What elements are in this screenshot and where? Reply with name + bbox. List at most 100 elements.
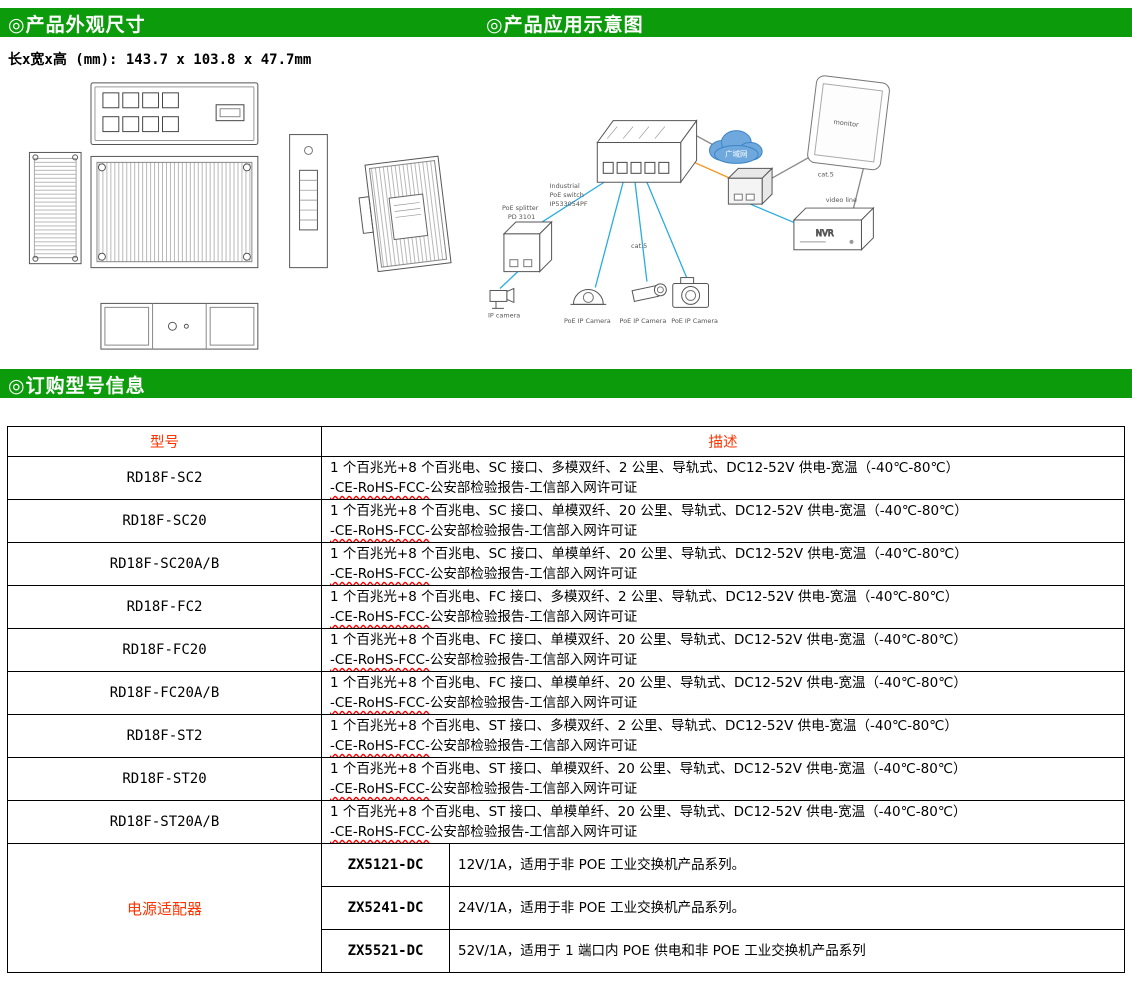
- desc-line1: 1 个百兆光+8 个百兆电、ST 接口、多模双纤、2 公里、导轨式、DC12-5…: [330, 718, 958, 734]
- desc-cell: 1 个百兆光+8 个百兆电、SC 接口、单模单纤、20 公里、导轨式、DC12-…: [321, 542, 1125, 586]
- desc-certs: -CE-RoHS-FCC-: [330, 824, 430, 840]
- desc-line1: 1 个百兆光+8 个百兆电、SC 接口、单模单纤、20 公里、导轨式、DC12-…: [330, 546, 968, 562]
- table-row: RD18F-SC20 1 个百兆光+8 个百兆电、SC 接口、单模双纤、20 公…: [7, 499, 1125, 543]
- desc-cell: 1 个百兆光+8 个百兆电、ST 接口、单模双纤、20 公里、导轨式、DC12-…: [321, 757, 1125, 801]
- desc-line2: 公安部检验报告-工信部入网许可证: [429, 566, 638, 582]
- desc-certs: -CE-RoHS-FCC-: [330, 523, 430, 539]
- monitor-drawing: monitor: [807, 75, 890, 171]
- model-cell: RD18F-ST20A/B: [7, 800, 322, 844]
- poe-camera-label-1: PoE IP Camera: [564, 317, 611, 325]
- switch-drawing: [596, 119, 698, 184]
- table-row: 电源适配器 ZX5121-DC 12V/1A，适用于非 POE 工业交换机产品系…: [7, 843, 1125, 973]
- table-row: RD18F-FC2 1 个百兆光+8 个百兆电、FC 接口、多模双纤、2 公里、…: [7, 585, 1125, 629]
- model-cell: RD18F-FC20: [7, 628, 322, 672]
- table-row: RD18F-ST2 1 个百兆光+8 个百兆电、ST 接口、多模双纤、2 公里、…: [7, 714, 1125, 758]
- switch-label-line1: Industrial: [550, 182, 580, 190]
- wan-cloud: 广域网: [709, 130, 763, 164]
- table-row: RD18F-SC2 1 个百兆光+8 个百兆电、SC 接口、多模双纤、2 公里、…: [7, 456, 1125, 500]
- adapter-desc-cell: 52V/1A，适用于 1 端口内 POE 供电和非 POE 工业交换机产品系列: [449, 929, 1125, 973]
- desc-line2: 公安部检验报告-工信部入网许可证: [429, 523, 638, 539]
- splitter-label-line1: PoE splitter: [502, 204, 539, 212]
- adapter-model-cell: ZX5241-DC: [321, 886, 450, 930]
- table-row: RD18F-ST20 1 个百兆光+8 个百兆电、ST 接口、单模双纤、20 公…: [7, 757, 1125, 801]
- table-row: RD18F-FC20A/B 1 个百兆光+8 个百兆电、FC 接口、单模单纤、2…: [7, 671, 1125, 715]
- desc-certs: -CE-RoHS-FCC-: [330, 781, 430, 797]
- desc-line1: 1 个百兆光+8 个百兆电、SC 接口、多模双纤、2 公里、导轨式、DC12-5…: [330, 460, 960, 476]
- desc-line2: 公安部检验报告-工信部入网许可证: [429, 695, 638, 711]
- cat5-label-1: cat.5: [631, 242, 647, 250]
- desc-line2: 公安部检验报告-工信部入网许可证: [429, 738, 638, 754]
- adapter-model-cell: ZX5121-DC: [321, 843, 450, 887]
- network-cables: [499, 132, 865, 289]
- desc-certs: -CE-RoHS-FCC-: [330, 609, 430, 625]
- switch-label-line3: IP533054PF: [550, 200, 588, 208]
- cat5-label-2: cat.5: [818, 170, 834, 178]
- desc-certs: -CE-RoHS-FCC-: [330, 652, 430, 668]
- model-cell: RD18F-FC2: [7, 585, 322, 629]
- bottom-view-drawing: [100, 302, 259, 350]
- top-view-drawing: [90, 155, 259, 269]
- table-row: ZX5521-DC 52V/1A，适用于 1 端口内 POE 供电和非 POE …: [8, 929, 1125, 973]
- model-cell: RD18F-ST20: [7, 757, 322, 801]
- desc-line2: 公安部检验报告-工信部入网许可证: [429, 652, 638, 668]
- ip-camera-label: IP camera: [488, 311, 520, 319]
- dome-camera-drawing: [570, 289, 607, 305]
- desc-cell: 1 个百兆光+8 个百兆电、FC 接口、单模单纤、20 公里、导轨式、DC12-…: [321, 671, 1125, 715]
- front-view-drawing: [90, 82, 259, 145]
- desc-line1: 1 个百兆光+8 个百兆电、ST 接口、单模双纤、20 公里、导轨式、DC12-…: [330, 761, 967, 777]
- poe-camera-label-2: PoE IP Camera: [620, 317, 667, 325]
- dslr-camera-drawing: [672, 277, 710, 308]
- column-header-desc: 描述: [321, 426, 1125, 457]
- desc-cell: 1 个百兆光+8 个百兆电、FC 接口、单模双纤、20 公里、导轨式、DC12-…: [321, 628, 1125, 672]
- side-view-terminal-drawing: [289, 134, 328, 269]
- adapter-label-cell: 电源适配器: [7, 843, 322, 973]
- desc-line1: 1 个百兆光+8 个百兆电、FC 接口、多模双纤、2 公里、导轨式、DC12-5…: [330, 589, 959, 605]
- adapter-desc-cell: 24V/1A，适用于非 POE 工业交换机产品系列。: [449, 886, 1125, 930]
- model-cell: RD18F-SC20: [7, 499, 322, 543]
- mechanical-drawings: [28, 82, 452, 350]
- desc-line2: 公安部检验报告-工信部入网许可证: [429, 781, 638, 797]
- application-diagram: 广域网 monitor N: [488, 75, 890, 325]
- side-view-left-drawing: [28, 151, 82, 265]
- desc-cell: 1 个百兆光+8 个百兆电、FC 接口、多模双纤、2 公里、导轨式、DC12-5…: [321, 585, 1125, 629]
- column-header-model: 型号: [7, 426, 322, 457]
- desc-certs: -CE-RoHS-FCC-: [330, 566, 430, 582]
- desc-line2: 公安部检验报告-工信部入网许可证: [429, 609, 638, 625]
- wan-cloud-label: 广域网: [725, 148, 747, 158]
- desc-line1: 1 个百兆光+8 个百兆电、ST 接口、单模单纤、20 公里、导轨式、DC12-…: [330, 804, 967, 820]
- model-cell: RD18F-SC20A/B: [7, 542, 322, 586]
- top-section-bar: ◎产品外观尺寸 ◎产品应用示意图: [0, 8, 1132, 37]
- desc-certs: -CE-RoHS-FCC-: [330, 695, 430, 711]
- adapter-desc-cell: 12V/1A，适用于非 POE 工业交换机产品系列。: [449, 843, 1125, 887]
- ordering-table: 型号 描述 RD18F-SC2 1 个百兆光+8 个百兆电、SC 接口、多模双纤…: [7, 426, 1125, 973]
- table-row: RD18F-FC20 1 个百兆光+8 个百兆电、FC 接口、单模双纤、20 公…: [7, 628, 1125, 672]
- nvr-drawing: NVR: [792, 206, 875, 251]
- monitor-label: monitor: [833, 118, 859, 129]
- table-row: RD18F-SC20A/B 1 个百兆光+8 个百兆电、SC 接口、单模单纤、2…: [7, 542, 1125, 586]
- nvr-label: NVR: [816, 228, 834, 238]
- desc-cell: 1 个百兆光+8 个百兆电、ST 接口、多模双纤、2 公里、导轨式、DC12-5…: [321, 714, 1125, 758]
- desc-line1: 1 个百兆光+8 个百兆电、FC 接口、单模双纤、20 公里、导轨式、DC12-…: [330, 632, 967, 648]
- desc-line1: 1 个百兆光+8 个百兆电、FC 接口、单模单纤、20 公里、导轨式、DC12-…: [330, 675, 967, 691]
- poe-camera-label-3: PoE IP Camera: [671, 317, 718, 325]
- section-title-application: ◎产品应用示意图: [486, 14, 644, 36]
- desc-cell: 1 个百兆光+8 个百兆电、SC 接口、多模双纤、2 公里、导轨式、DC12-5…: [321, 456, 1125, 500]
- model-cell: RD18F-ST2: [7, 714, 322, 758]
- perspective-view-drawing: [358, 155, 452, 273]
- model-cell: RD18F-SC2: [7, 456, 322, 500]
- video-line-label: video line: [826, 196, 857, 204]
- desc-line2: 公安部检验报告-工信部入网许可证: [429, 824, 638, 840]
- section-title-ordering: ◎订购型号信息: [8, 375, 146, 397]
- ordering-section-bar: ◎订购型号信息: [0, 369, 1132, 398]
- desc-cell: 1 个百兆光+8 个百兆电、SC 接口、单模双纤、20 公里、导轨式、DC12-…: [321, 499, 1125, 543]
- desc-certs: -CE-RoHS-FCC-: [330, 480, 430, 496]
- desc-line1: 1 个百兆光+8 个百兆电、SC 接口、单模双纤、20 公里、导轨式、DC12-…: [330, 503, 968, 519]
- table-row: ZX5241-DC 24V/1A，适用于非 POE 工业交换机产品系列。: [8, 886, 1125, 930]
- desc-line2: 公安部检验报告-工信部入网许可证: [429, 480, 638, 496]
- model-cell: RD18F-FC20A/B: [7, 671, 322, 715]
- ip-camera-drawing: [489, 287, 515, 309]
- section-title-appearance: ◎产品外观尺寸: [8, 14, 146, 36]
- splitter-label-line2: PD 3101: [508, 213, 535, 221]
- bullet-camera-drawing: [631, 283, 667, 303]
- switch-label-line2: PoE switch: [550, 191, 584, 199]
